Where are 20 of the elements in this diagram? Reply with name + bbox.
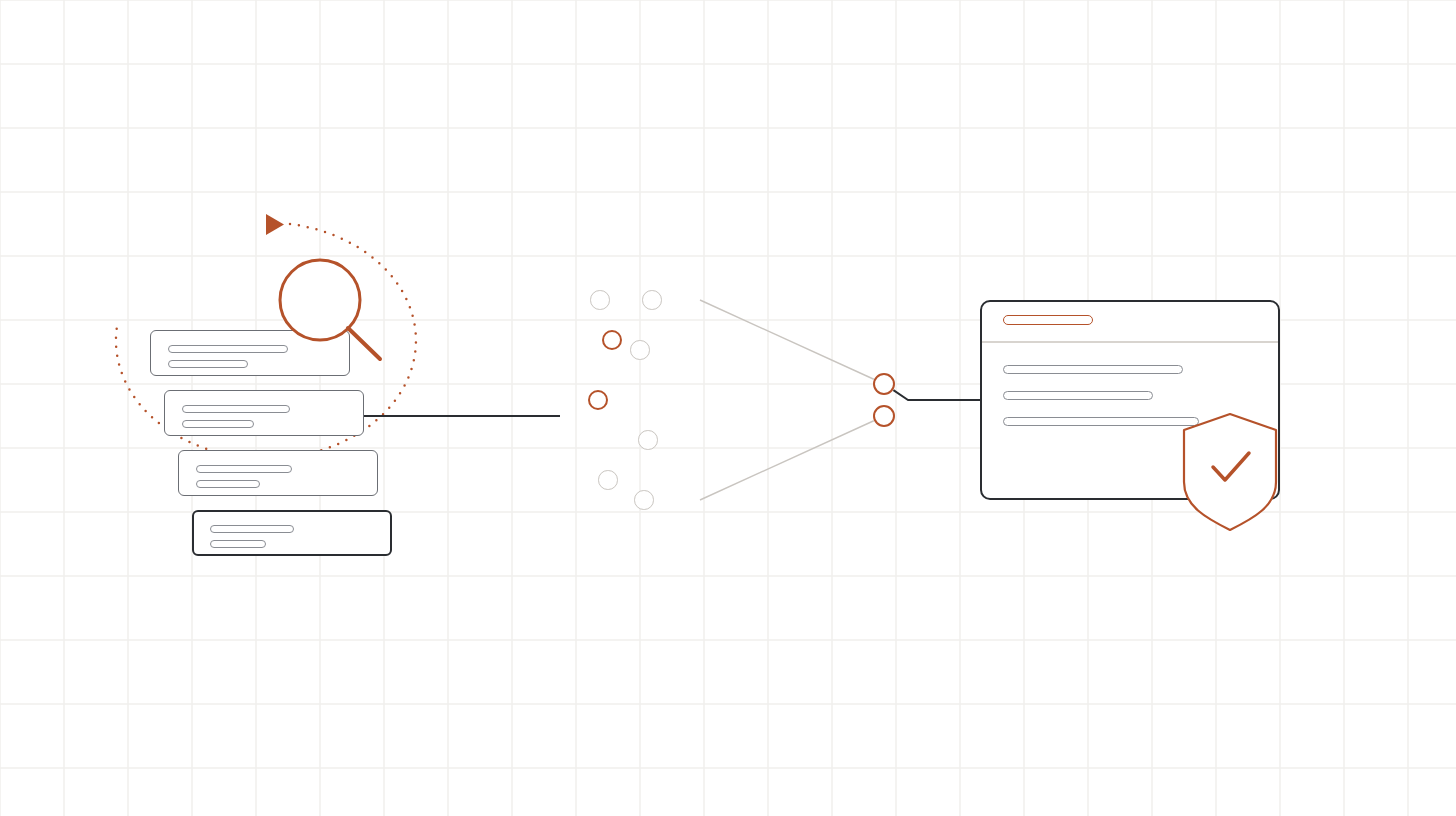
data-point bbox=[872, 372, 896, 396]
connector-line bbox=[363, 415, 561, 417]
data-point bbox=[630, 340, 650, 360]
data-point bbox=[587, 389, 609, 411]
data-point bbox=[634, 490, 654, 510]
data-point bbox=[598, 470, 618, 490]
data-point bbox=[642, 290, 662, 310]
data-point bbox=[638, 430, 658, 450]
document-card bbox=[192, 510, 392, 556]
data-point bbox=[872, 404, 896, 428]
document-card bbox=[178, 450, 378, 496]
data-point bbox=[590, 290, 610, 310]
connector-line bbox=[699, 419, 875, 501]
magnifier-icon bbox=[278, 258, 383, 362]
document-card bbox=[164, 390, 364, 436]
data-point bbox=[601, 329, 623, 351]
connector-line bbox=[892, 389, 981, 401]
connector-line bbox=[699, 299, 875, 381]
document-card bbox=[150, 330, 350, 376]
shield-check-icon bbox=[1182, 412, 1278, 532]
